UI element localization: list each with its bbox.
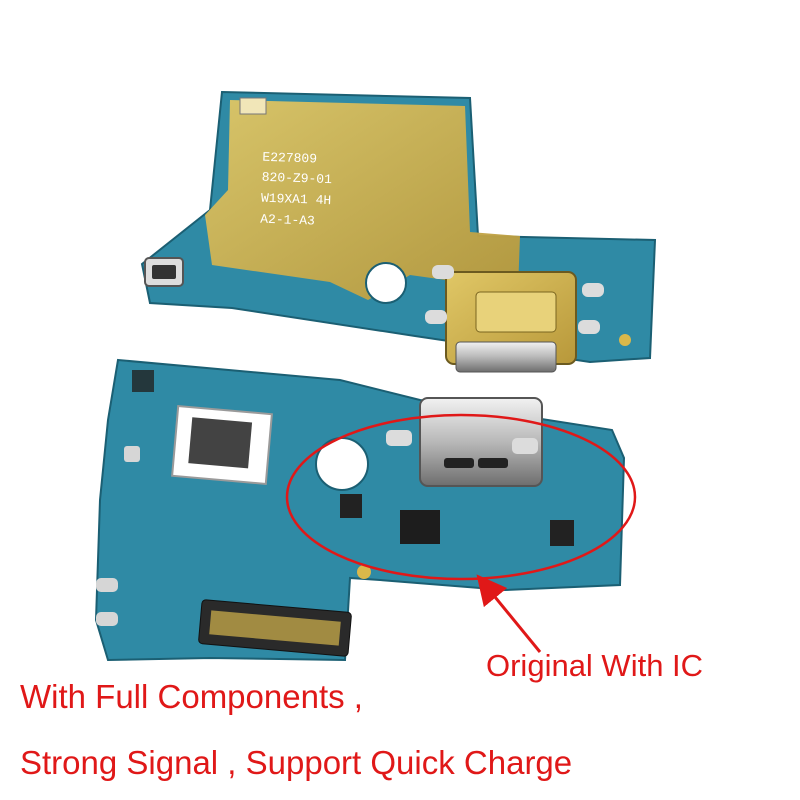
top-board: E227809 820-Z9-01 W19XA1 4H A2-1-A3 (140, 90, 657, 373)
callout-arrow (476, 574, 542, 653)
ic-callout-ellipse (285, 413, 637, 581)
feature-line-1: With Full Components , (20, 678, 363, 715)
silkscreen-line-2: 820-Z9-01 (261, 170, 332, 187)
silkscreen-line-3: W19XA1 4H (261, 191, 332, 208)
bottom-board (94, 358, 626, 662)
silkscreen-line-4: A2-1-A3 (260, 212, 315, 229)
callout-text: Original With IC (486, 648, 704, 683)
feature-line-2: Strong Signal , Support Quick Charge (20, 744, 573, 781)
silkscreen-line-1: E227809 (262, 150, 317, 167)
board-silkscreen: E227809 820-Z9-01 W19XA1 4H A2-1-A3 (260, 150, 332, 229)
